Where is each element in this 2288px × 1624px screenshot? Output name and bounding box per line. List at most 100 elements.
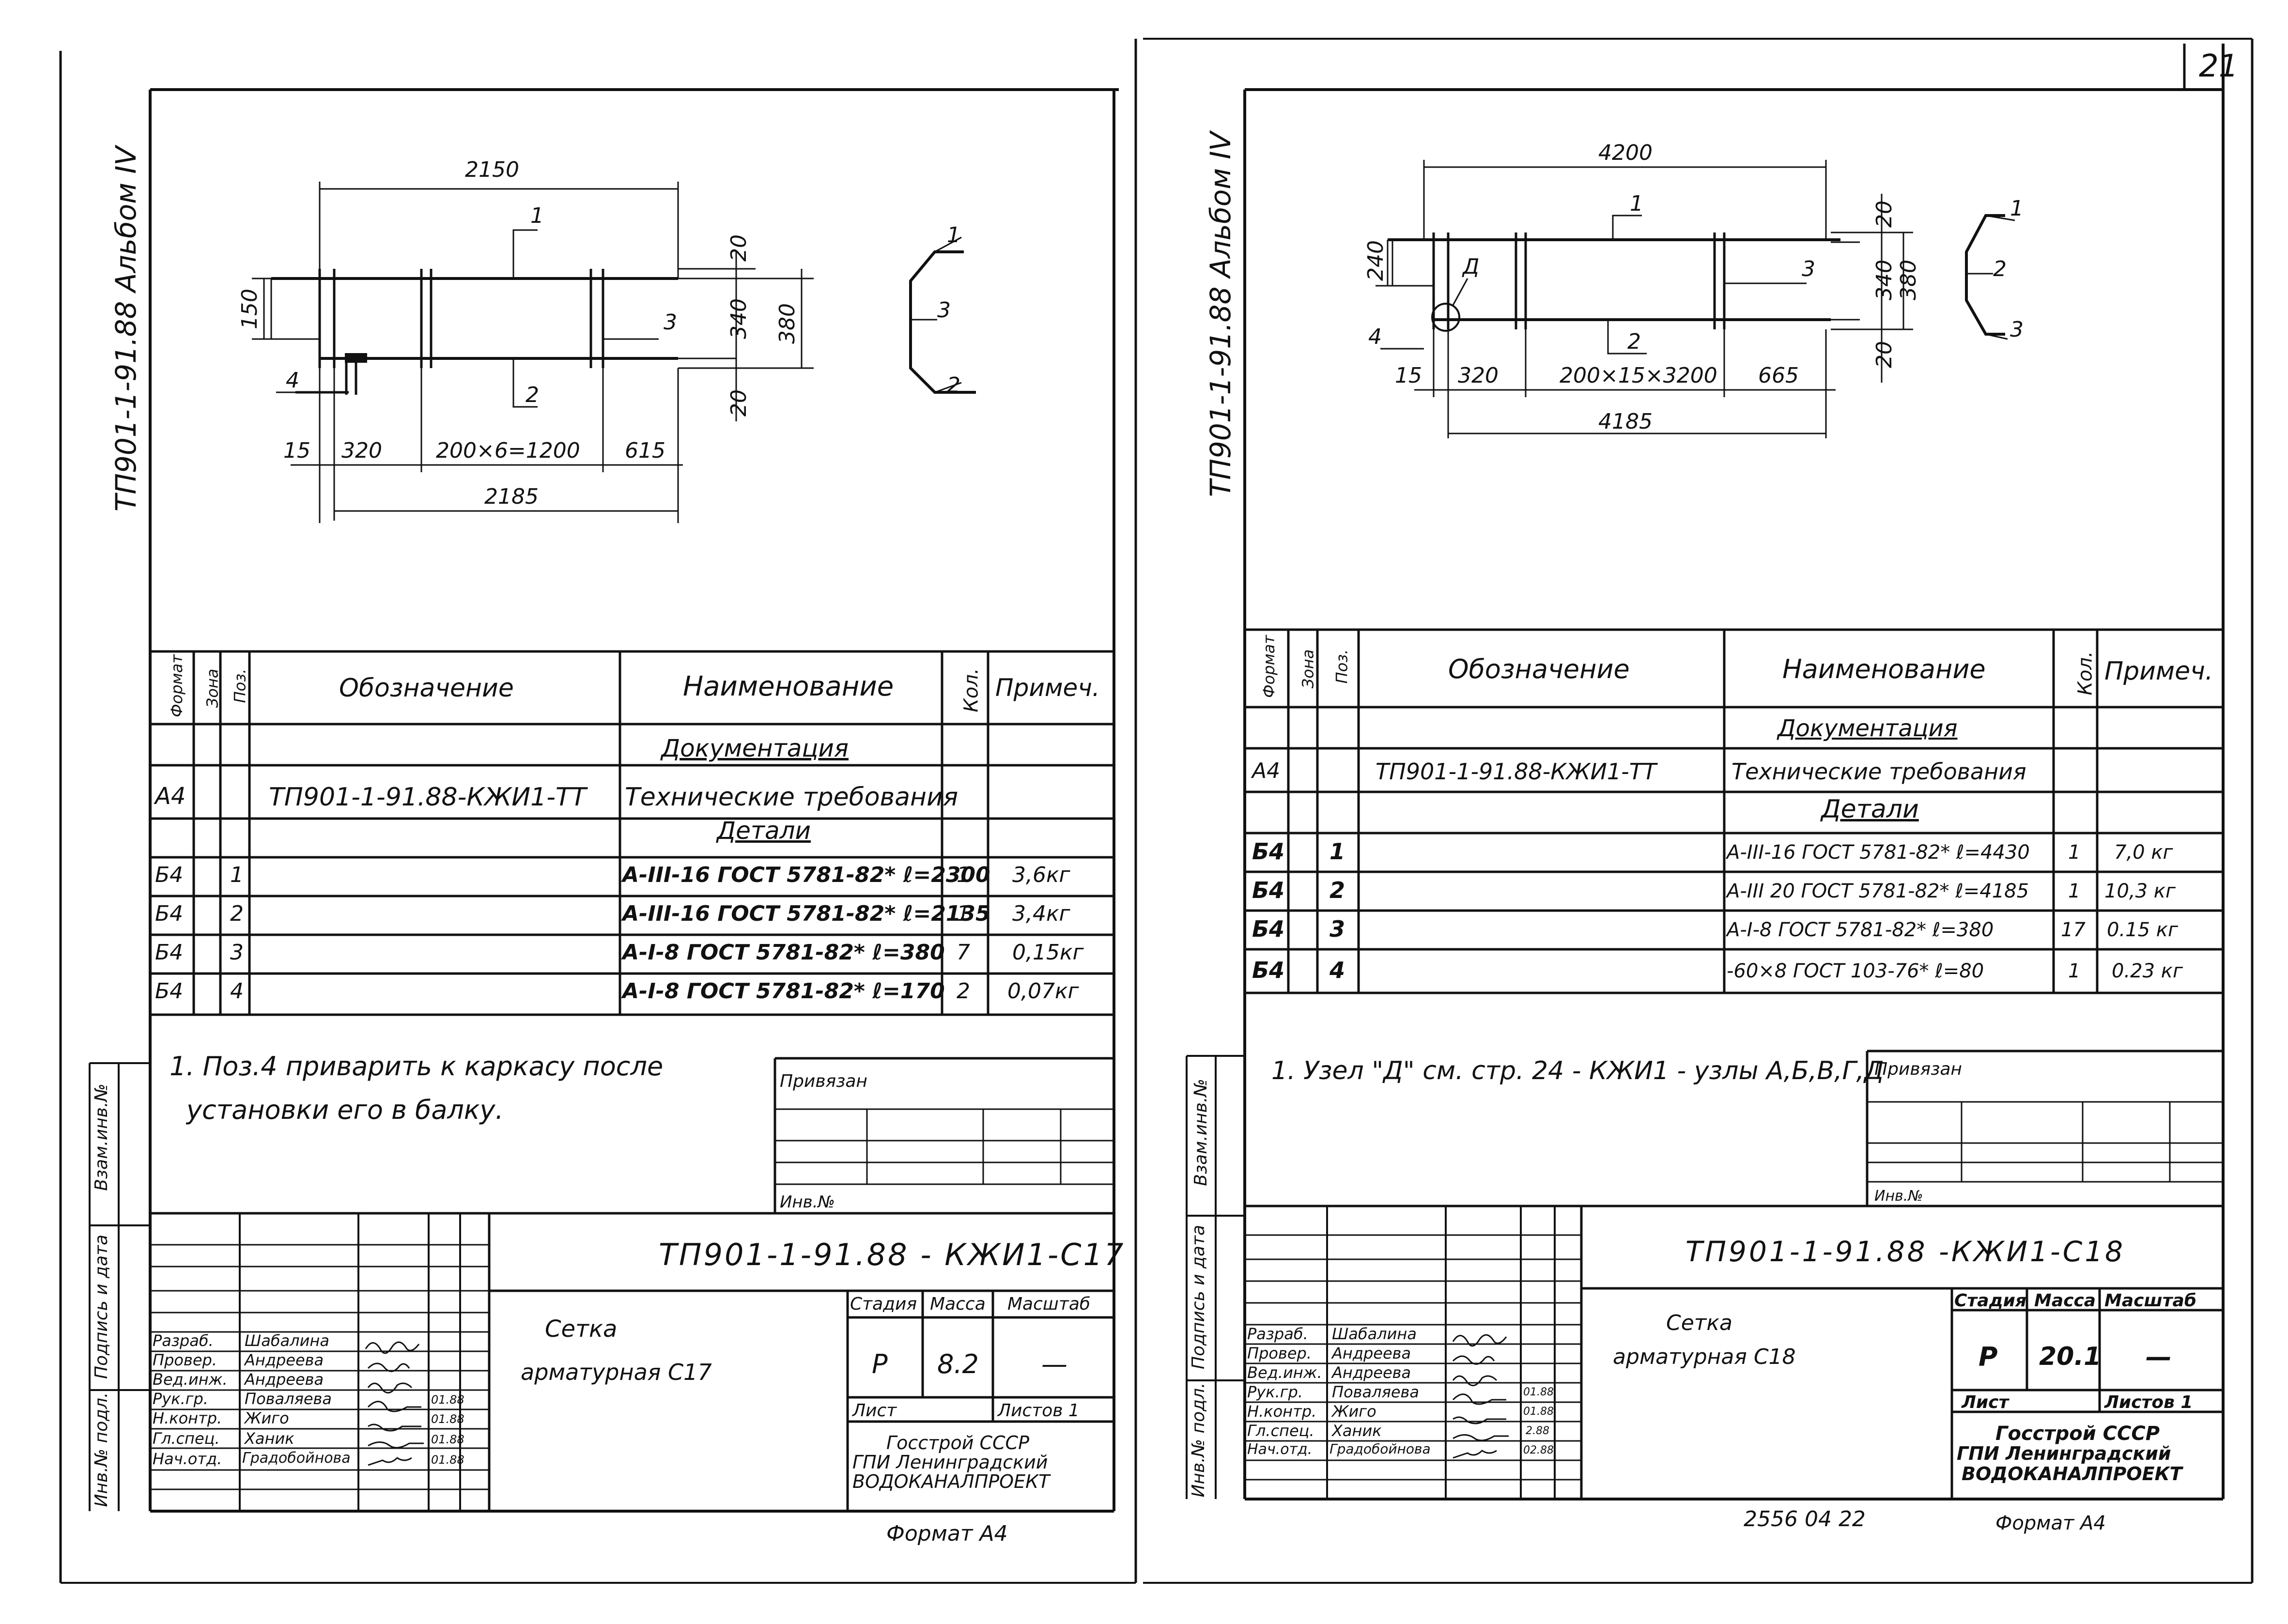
right-role: Гл.спец.: [1247, 1422, 1314, 1440]
right-dim-380: 380: [1896, 260, 1921, 300]
left-sheets-header: Листов 1: [998, 1401, 1080, 1421]
left-role: Вед.инж.: [153, 1370, 228, 1389]
right-role: Нач.отд.: [1247, 1441, 1313, 1458]
right-spec-section-docs: Документация: [1778, 715, 1958, 742]
left-stage-header: Стадия: [850, 1294, 917, 1314]
left-date: 01.88: [431, 1453, 464, 1467]
table-row-prim: 0.23 кг: [2112, 960, 2183, 982]
right-dim-4185: 4185: [1598, 409, 1653, 434]
right-stage-header: Стадия: [1954, 1291, 2026, 1311]
table-row-prim: 10,3 кг: [2104, 880, 2176, 902]
left-name: Шабалина: [245, 1331, 329, 1350]
right-name: Ханик: [1332, 1422, 1382, 1440]
table-row-pos: 3: [230, 940, 244, 965]
table-row-kol: 1: [957, 901, 970, 926]
table-row-naim: А-I-8 ГОСТ 5781-82* ℓ=380: [1727, 919, 1994, 941]
left-spec-section-docs: Документация: [661, 734, 849, 762]
left-dim-2185: 2185: [484, 484, 539, 509]
left-org-1: Госстрой СССР: [886, 1432, 1030, 1454]
right-doc-name-2: арматурная С18: [1613, 1345, 1796, 1369]
table-row-format: Б4: [1252, 877, 1285, 903]
table-row-prim: 0,15кг: [1012, 940, 1084, 965]
right-pos-3: 3: [1802, 257, 1815, 281]
right-spec-h-naim: Наименование: [1782, 654, 1986, 684]
left-spec-h-oboz: Обозначение: [339, 674, 514, 703]
table-row-naim: А-III 20 ГОСТ 5781-82* ℓ=4185: [1727, 880, 2029, 902]
right-name: Шабалина: [1332, 1325, 1417, 1343]
right-spec-doc-naim: Технические требования: [1731, 758, 2026, 785]
left-spec-section-parts: Детали: [717, 817, 811, 845]
right-spec-doc-oboz: ТП901-1-91.88-КЖИ1-ТТ: [1376, 758, 1656, 785]
left-name: Жиго: [245, 1409, 289, 1427]
left-sec-2: 2: [947, 373, 960, 398]
right-name: Жиго: [1332, 1402, 1376, 1421]
left-org-2: ГПИ Ленинградский: [852, 1452, 1048, 1473]
right-name: Поваляева: [1332, 1383, 1419, 1401]
right-sec-2: 2: [1993, 257, 2007, 281]
table-row-kol: 17: [2061, 919, 2086, 941]
table-row-kol: 1: [2068, 960, 2081, 982]
left-date: 01.88: [431, 1393, 464, 1407]
right-dim-340: 340: [1872, 260, 1897, 300]
table-row-format: Б4: [155, 863, 184, 887]
left-scale-value: —: [1041, 1349, 1067, 1379]
table-row-prim: 3,4кг: [1012, 901, 1070, 926]
right-role: Н.контр.: [1247, 1402, 1317, 1421]
right-date: 02.88: [1523, 1444, 1554, 1456]
left-doc-code: ТП901-1-91.88 - КЖИ1-С17: [659, 1237, 1126, 1272]
right-pos-4: 4: [1368, 325, 1382, 349]
table-row-naim: А-III-16 ГОСТ 5781-82* ℓ=4430: [1727, 841, 2030, 864]
table-row-prim: 3,6кг: [1012, 863, 1070, 887]
left-format: Формат А4: [886, 1521, 1008, 1546]
left-mass-header: Масса: [930, 1294, 986, 1314]
right-dim-20b: 20: [1872, 341, 1897, 368]
left-role: Разраб.: [153, 1331, 214, 1350]
left-spec-doc-naim: Технические требования: [625, 783, 958, 812]
table-row-pos: 2: [230, 901, 244, 926]
table-row-kol: 1: [2068, 880, 2081, 902]
table-row-format: Б4: [155, 901, 184, 926]
right-mass-header: Масса: [2034, 1291, 2096, 1311]
left-dim-150: 150: [237, 289, 262, 329]
right-doc-code: ТП901-1-91.88 -КЖИ1-С18: [1685, 1235, 2126, 1268]
right-dim-3200: 200×15×3200: [1560, 363, 1717, 388]
left-dim-2150: 2150: [465, 157, 519, 182]
right-stage-value: Р: [1979, 1342, 1998, 1372]
right-pos-1: 1: [1630, 191, 1643, 216]
table-row-pos: 3: [1330, 916, 1345, 942]
right-spec-section-parts: Детали: [1821, 795, 1919, 824]
right-spec-doc-format: А4: [1252, 758, 1281, 783]
left-dim-15: 15: [283, 438, 310, 463]
right-role: Рук.гр.: [1247, 1383, 1303, 1401]
table-row-pos: 1: [230, 863, 244, 887]
table-row-naim: А-I-8 ГОСТ 5781-82* ℓ=380: [622, 940, 945, 965]
right-name: Градобойнова: [1330, 1441, 1431, 1457]
table-row-prim: 0,07кг: [1007, 979, 1079, 1004]
table-row-pos: 4: [1330, 957, 1345, 983]
right-org-3: ВОДОКАНАЛПРОЕКТ: [1962, 1463, 2182, 1485]
table-row-pos: 1: [1330, 838, 1345, 865]
left-name: Андреева: [245, 1370, 324, 1389]
left-role: Нач.отд.: [153, 1450, 222, 1468]
page-number: 21: [2199, 48, 2239, 84]
left-org-3: ВОДОКАНАЛПРОЕКТ: [852, 1471, 1050, 1492]
left-note-line1: 1. Поз.4 приварить к каркасу после: [170, 1051, 664, 1082]
right-sheets-header: Листов 1: [2104, 1392, 2193, 1412]
table-row-pos: 2: [1330, 877, 1345, 903]
left-spec-doc-oboz: ТП901-1-91.88-КЖИ1-ТТ: [269, 783, 587, 812]
right-note-line1: 1. Узел "Д" см. стр. 24 - КЖИ1 - узлы А,…: [1271, 1056, 1884, 1085]
right-scale-value: —: [2146, 1342, 2172, 1372]
right-name: Андреева: [1332, 1363, 1411, 1382]
left-pos-3: 3: [664, 310, 677, 335]
right-spec-grid: [1245, 628, 2223, 994]
right-date: 2.88: [1526, 1425, 1549, 1437]
right-dim-20a: 20: [1872, 201, 1897, 228]
right-org-2: ГПИ Ленинградский: [1957, 1443, 2171, 1464]
left-dim-340: 340: [727, 298, 751, 339]
left-name: Андреева: [245, 1351, 324, 1369]
left-date: 01.88: [431, 1412, 464, 1426]
table-row-naim: А-III-16 ГОСТ 5781-82* ℓ=2300: [622, 863, 990, 887]
left-sec-3: 3: [937, 298, 951, 323]
right-pos-2: 2: [1627, 329, 1641, 354]
right-title-block-grid: [1245, 1050, 2223, 1499]
